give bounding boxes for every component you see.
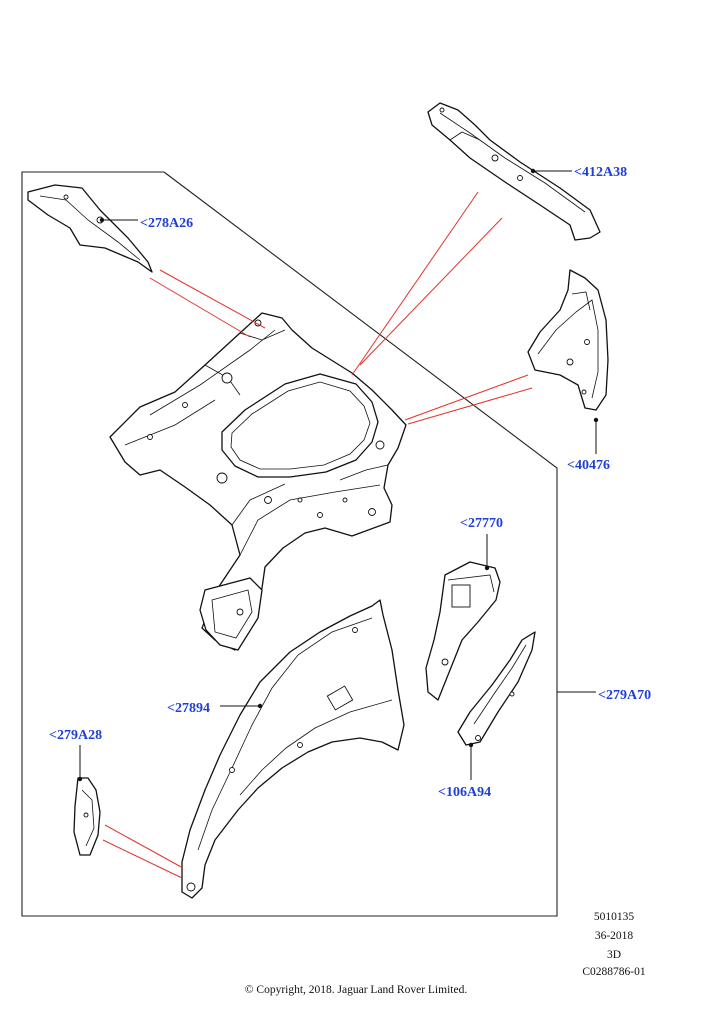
callout-40476[interactable]: <40476 xyxy=(567,458,610,473)
part-106A94-brace xyxy=(457,631,536,746)
callout-279A70[interactable]: <279A70 xyxy=(598,688,651,703)
callout-412A38[interactable]: <412A38 xyxy=(574,165,627,180)
callout-27894[interactable]: <27894 xyxy=(167,701,210,716)
ref-date: 36-2018 xyxy=(595,930,634,942)
callout-106A94[interactable]: <106A94 xyxy=(438,785,491,800)
part-279A28-bracket xyxy=(73,777,101,856)
callout-27770[interactable]: <27770 xyxy=(460,516,503,531)
part-27894-wheelarch xyxy=(181,599,405,899)
leader-lines xyxy=(77,168,599,782)
rear-quarter-assembly xyxy=(109,312,407,651)
part-412A38-rail xyxy=(427,102,601,241)
copyright-text: © Copyright, 2018. Jaguar Land Rover Lim… xyxy=(245,984,468,996)
callout-278A26[interactable]: <278A26 xyxy=(140,216,193,231)
part-40476-pillar xyxy=(527,269,609,411)
ref-view: 3D xyxy=(607,949,621,961)
ref-code: C0288786-01 xyxy=(582,966,646,978)
part-278A26-bracket xyxy=(27,184,153,273)
part-27770-panel xyxy=(425,561,501,701)
assembly-frame xyxy=(21,171,558,917)
callout-279A28[interactable]: <279A28 xyxy=(49,728,102,743)
ref-number: 5010135 xyxy=(594,911,635,923)
red-guide-lines xyxy=(102,191,533,879)
